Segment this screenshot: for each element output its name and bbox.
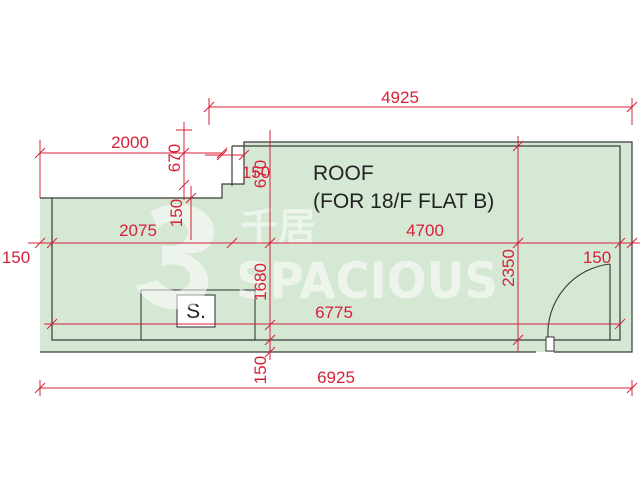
dim-line-inner-height-right (512, 136, 524, 352)
dim-line-notch-wall (185, 186, 197, 240)
dim-line-step-vertical (176, 122, 192, 200)
dim-inner-height-mid: 1680 (251, 263, 270, 301)
dim-line-bottom-wall (264, 334, 276, 358)
dim-top-left: 2000 (111, 133, 149, 152)
door (545, 263, 611, 352)
dim-step-horizontal: 150 (242, 163, 270, 182)
dim-step-vertical: 670 (165, 144, 184, 172)
room-label-line1: ROOF (313, 162, 374, 185)
dim-right-inner-width: 4700 (406, 221, 444, 240)
watermark: 千居 SPACIOUS (136, 204, 498, 310)
outer-wall (40, 141, 633, 353)
room-label-line2: (FOR 18/F FLAT B) (313, 190, 494, 213)
dim-line-top-left (34, 140, 228, 198)
dim-left-wall: 150 (2, 248, 30, 267)
dim-line-overall-width (34, 380, 638, 396)
dim-top-overall: 4925 (381, 88, 419, 107)
dim-line-inner-width (44, 318, 626, 330)
dim-bottom-wall: 150 (251, 356, 270, 384)
dim-overall-width: 6925 (317, 368, 355, 387)
dim-right-wall: 150 (583, 248, 611, 267)
dim-inner-width: 6775 (315, 303, 353, 322)
dim-line-inner-height-mid (264, 237, 276, 331)
watermark-logo (136, 204, 214, 310)
dim-step-vertical-right: 670 (251, 160, 270, 188)
dim-left-inner-width: 2075 (119, 221, 157, 240)
dim-notch-wall: 150 (167, 199, 186, 227)
dim-line-top-overall (203, 98, 638, 125)
watermark-english: SPACIOUS (236, 252, 498, 310)
dim-line-step-horizontal (205, 149, 250, 161)
watermark-chinese: 千居 (240, 205, 316, 249)
dim-inner-height-right: 2350 (499, 249, 518, 287)
